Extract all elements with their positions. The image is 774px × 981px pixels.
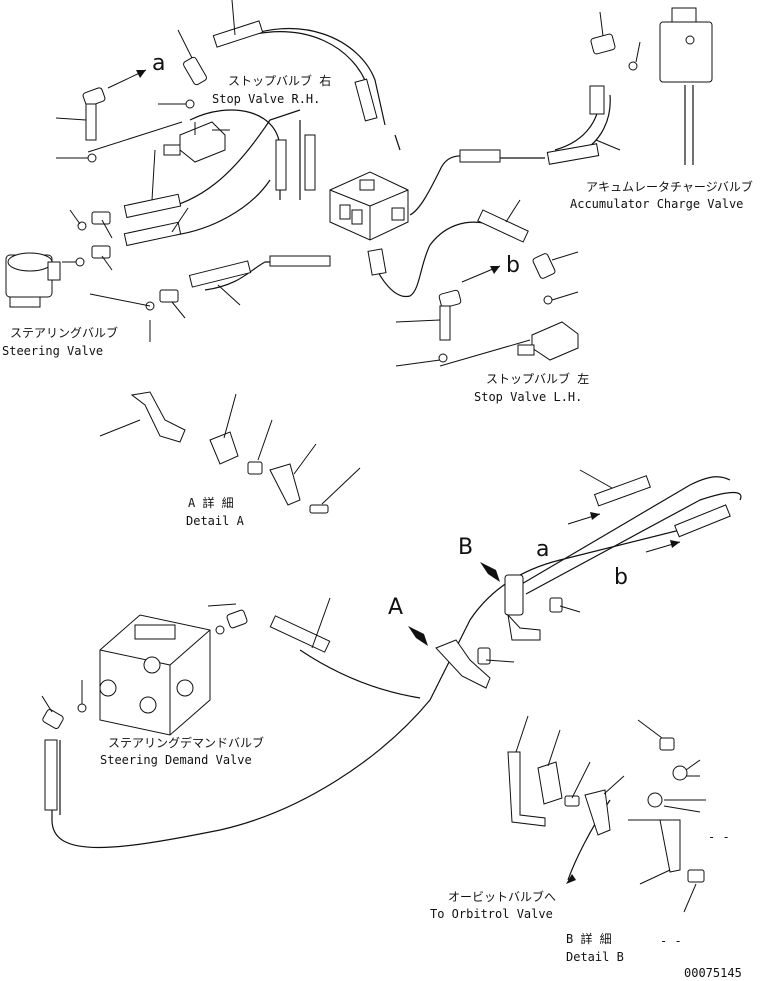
adapters-left (75, 99, 195, 311)
detail-b-label-en: Detail B (566, 950, 624, 964)
detail-b-title-dash-mark: - - (660, 934, 682, 948)
callout-big-b: B (458, 535, 474, 560)
detail-b-parts (507, 715, 706, 913)
accumulator-charge-valve-label-en: Accumulator Charge Valve (570, 197, 744, 211)
accumulator-charge-valve-label-jp: アキュムレータチャージバルブ (586, 180, 753, 194)
callout-b-right: b (614, 565, 628, 590)
steering-valve-body (5, 252, 61, 308)
hose-lines-bottom (51, 476, 742, 881)
stop-valve-lh-label-en: Stop Valve L.H. (474, 390, 583, 404)
stop-valve-rh-label-jp: ストップバルブ 右 (228, 74, 332, 88)
steering-demand-valve-label-en: Steering Demand Valve (100, 753, 252, 767)
callout-a-right: a (536, 537, 550, 562)
callout-b-middle: b (506, 253, 520, 278)
accumulator-charge-valve (590, 7, 713, 83)
stop-valve-lh (438, 253, 579, 363)
callout-big-a: A (388, 595, 404, 620)
steering-valve-label-jp: ステアリングバルブ (10, 326, 119, 340)
detail-a-parts (99, 391, 361, 514)
hose-fittings-top (123, 20, 605, 288)
detail-a-label-en: Detail A (186, 514, 244, 528)
drawing-number: 00075145 (684, 966, 742, 980)
stop-valve-lh-label-jp: ストップバルブ 左 (486, 372, 590, 386)
flow-arrows-top (107, 69, 501, 283)
orbitrol-valve-label-jp: オービットバルブへ (448, 890, 557, 904)
hose-lines-top (159, 27, 694, 298)
flow-arrows-bottom (408, 512, 681, 646)
stop-valve-rh (82, 56, 226, 163)
orbitrol-valve-label-en: To Orbitrol Valve (430, 907, 553, 921)
detail-a-label-jp: A 詳 細 (188, 496, 234, 510)
central-manifold (329, 171, 409, 241)
leader-lines-bottom (41, 469, 613, 713)
clamps-bottom (435, 574, 563, 689)
callout-a-top: a (152, 51, 166, 76)
hose-fittings-bottom (42, 475, 731, 811)
steering-valve-label-en: Steering Valve (2, 344, 104, 358)
steering-demand-valve-body (99, 614, 211, 736)
leader-lines-top (55, 0, 641, 367)
stop-valve-rh-label-en: Stop Valve R.H. (212, 92, 321, 106)
detail-b-label-jp: B 詳 細 (566, 932, 612, 946)
detail-b-dash-mark: - - (708, 830, 730, 844)
steering-demand-valve-label-jp: ステアリングデマンドバルブ (108, 736, 265, 750)
orbitrol-arrow (566, 874, 576, 884)
